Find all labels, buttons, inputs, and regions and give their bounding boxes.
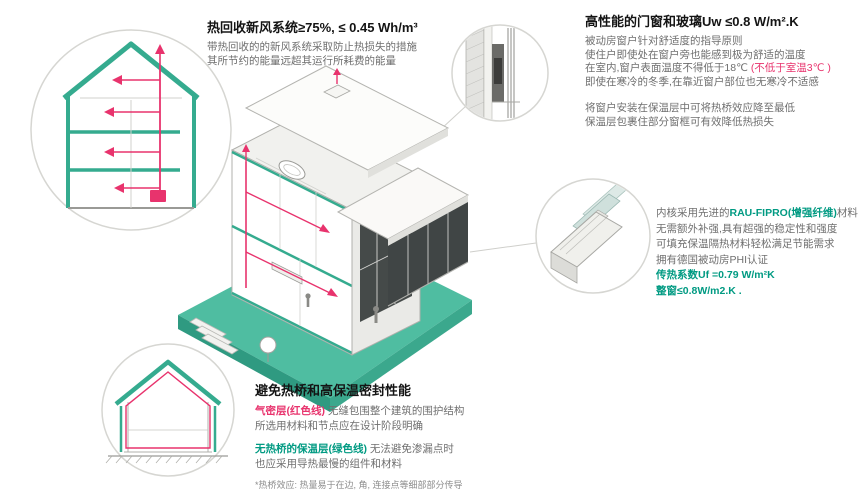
profile-material-name: RAU-FIPRO(增强纤维) bbox=[729, 207, 837, 219]
section-cut-face bbox=[231, 144, 353, 356]
section-duct-lines bbox=[104, 44, 166, 202]
stairs bbox=[189, 317, 239, 355]
glazed-annex bbox=[336, 167, 470, 307]
profile-line3: 可填充保温隔热材料轻松满足节能需求 bbox=[656, 238, 835, 250]
windows-line1: 被动房窗户针对舒适度的指导原则 bbox=[585, 35, 743, 47]
flat-roof-slab bbox=[244, 65, 450, 178]
thermal-bridge-footnote: *热桥效应: 热量易于在边, 角, 连接点等细部部分传导 bbox=[255, 480, 463, 490]
person-figure bbox=[373, 306, 379, 323]
airtight-layer-label: 气密层(红色线) bbox=[255, 405, 325, 417]
insulation-layer-desc: 无法避免渗漏点时 bbox=[367, 443, 454, 455]
profile-block: 内核采用先进的RAU-FIPRO(增强纤维)材料 无需额外补强,具有超强的稳定性… bbox=[656, 206, 864, 299]
thermal-bridge-line4: 也应采用导热最慢的组件和材料 bbox=[255, 458, 402, 470]
windows-line3-red-note: (不低于室温3℃ ) bbox=[750, 62, 831, 74]
profile-line1: 内核采用先进的RAU-FIPRO(增强纤维)材料 bbox=[656, 206, 864, 222]
windows-line2: 使住户即使处在窗户旁也能感到极为舒适的温度 bbox=[585, 48, 806, 61]
window-detail-callout bbox=[451, 24, 549, 122]
thermal-bridge-line2: 所选用材料和节点应在设计阶段明确 bbox=[255, 420, 423, 432]
windows-line3-prefix: 在室内,窗户表面温度不得低于18℃ bbox=[585, 62, 751, 74]
thermal-bridge-block: 避免热桥和高保温密封性能 气密层(红色线) 无缝包围整个建筑的围护结构 所选用材… bbox=[255, 383, 615, 493]
windows-block: 高性能的门窗和玻璃Uw ≤0.8 W/m².K 被动房窗户针对舒适度的指导原则 … bbox=[585, 14, 863, 129]
bathtub bbox=[278, 160, 306, 180]
tree bbox=[259, 336, 277, 362]
insulation-layer-line: 无热桥的保温层(绿色线) 无法避免渗漏点时 bbox=[255, 442, 615, 457]
profile-line1-prefix: 内核采用先进的 bbox=[656, 207, 730, 219]
heat-recovery-line1: 带热回收的的新风系统采取防止热损失的措施 bbox=[207, 41, 417, 53]
insulation-layer-green-line bbox=[114, 359, 222, 406]
airtight-layer-red-line bbox=[125, 371, 211, 449]
profile-line4: 拥有德国被动房PHI认证 bbox=[656, 253, 769, 266]
thermal-bridge-title: 避免热桥和高保温密封性能 bbox=[255, 383, 412, 398]
window-profile-callout bbox=[535, 178, 651, 294]
windows-title: 高性能的门窗和玻璃Uw ≤0.8 W/m².K bbox=[585, 14, 799, 29]
person-figure bbox=[305, 293, 311, 307]
airtight-layer-line: 气密层(红色线) 无缝包围整个建筑的围护结构 bbox=[255, 404, 615, 419]
profile-window-u-value: 整窗≤0.8W/m2.K . bbox=[656, 284, 742, 297]
isometric-house bbox=[230, 65, 470, 356]
windows-line4: 即使在寒冷的冬季,在靠近窗户部位也无寒冷不适感 bbox=[585, 75, 819, 88]
roof-vent-unit bbox=[323, 68, 351, 99]
profile-line1-suffix: 材料 bbox=[836, 207, 858, 219]
windows-line3: 在室内,窗户表面温度不得低于18℃ (不低于室温3℃ ) bbox=[585, 62, 863, 76]
profile-line2: 无需额外补强,具有超强的稳定性和强度 bbox=[656, 222, 838, 235]
kitchen-counter bbox=[271, 261, 303, 285]
heat-recovery-line2: 其所节约的能量远超其运行所耗费的能量 bbox=[207, 54, 396, 67]
window-profile-render bbox=[550, 183, 627, 284]
window-section-drawing bbox=[465, 26, 520, 120]
ventilation-section-callout bbox=[30, 29, 232, 231]
ventilation-duct-lines bbox=[242, 144, 338, 297]
heat-recovery-title: 热回收新风系统≥75%, ≤ 0.45 Wh/m³ bbox=[207, 20, 418, 35]
windows-line5: 将窗户安装在保温层中可将热桥效应降至最低 bbox=[585, 102, 795, 114]
heat-recovery-block: 热回收新风系统≥75%, ≤ 0.45 Wh/m³ 带热回收的的新风系统采取防止… bbox=[207, 20, 487, 68]
insulation-layer-label: 无热桥的保温层(绿色线) bbox=[255, 443, 367, 455]
airtight-layer-desc: 无缝包围整个建筑的围护结构 bbox=[325, 405, 465, 417]
profile-u-value: 传热系数Uf =0.79 W/m²K bbox=[656, 269, 775, 281]
envelope-outline-callout bbox=[101, 343, 235, 477]
windows-line6: 保温层包裹住部分窗框可有效降低热损失 bbox=[585, 115, 774, 128]
